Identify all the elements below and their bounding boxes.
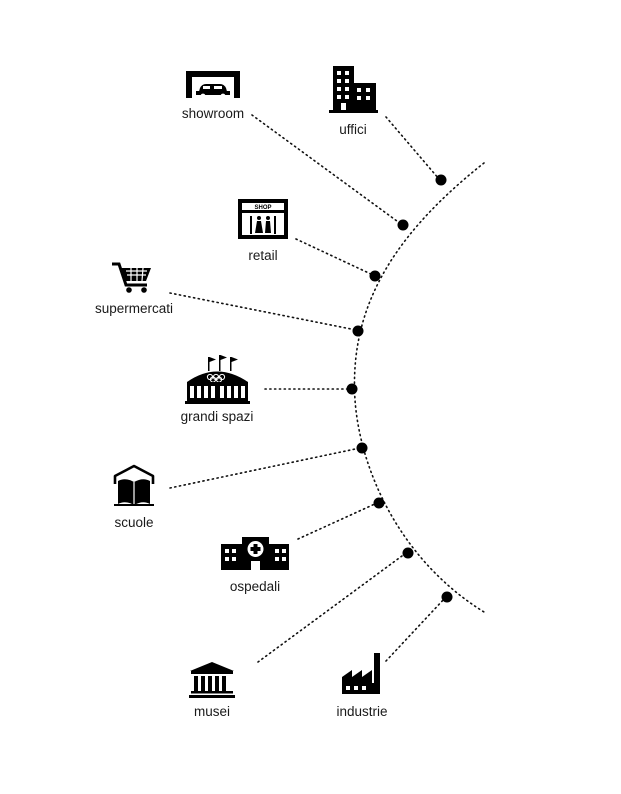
connector-supermercati (169, 292, 357, 331)
junction-dots (346, 174, 453, 603)
shopping-cart-icon (112, 262, 151, 293)
connectors (169, 114, 446, 663)
dot-musei (402, 547, 414, 559)
dot-ospedali (373, 497, 385, 509)
label-retail: retail (248, 248, 277, 263)
office-building-icon (329, 66, 378, 113)
label-industrie: industrie (336, 704, 387, 719)
connector-scuole (169, 447, 361, 489)
connector-musei (257, 552, 407, 663)
connector-industrie (385, 597, 446, 662)
label-musei: musei (194, 704, 230, 719)
dot-grandi-spazi (346, 383, 358, 395)
dot-showroom (397, 219, 409, 231)
svg-text:SHOP: SHOP (254, 205, 271, 211)
connector-uffici (385, 116, 440, 180)
car-showroom-icon (186, 71, 240, 99)
school-book-icon (113, 464, 155, 506)
dot-industrie (441, 591, 453, 603)
dot-supermercati (352, 325, 364, 337)
connector-showroom (251, 114, 402, 225)
connector-retail (295, 238, 374, 276)
label-grandi-spazi: grandi spazi (181, 409, 254, 424)
label-showroom: showroom (182, 106, 244, 121)
dot-uffici (435, 174, 447, 186)
label-supermercati: supermercati (95, 301, 173, 316)
label-ospedali: ospedali (230, 579, 280, 594)
arc-line (353, 162, 485, 613)
hospital-icon (221, 537, 289, 570)
museum-icon (189, 662, 235, 698)
label-uffici: uffici (339, 122, 367, 137)
dot-retail (369, 270, 381, 282)
label-scuole: scuole (114, 515, 153, 530)
dot-scuole (356, 442, 368, 454)
connector-ospedali (297, 502, 378, 540)
shop-icon: SHOP (238, 199, 288, 239)
factory-icon (342, 653, 380, 694)
stadium-icon (185, 355, 250, 404)
